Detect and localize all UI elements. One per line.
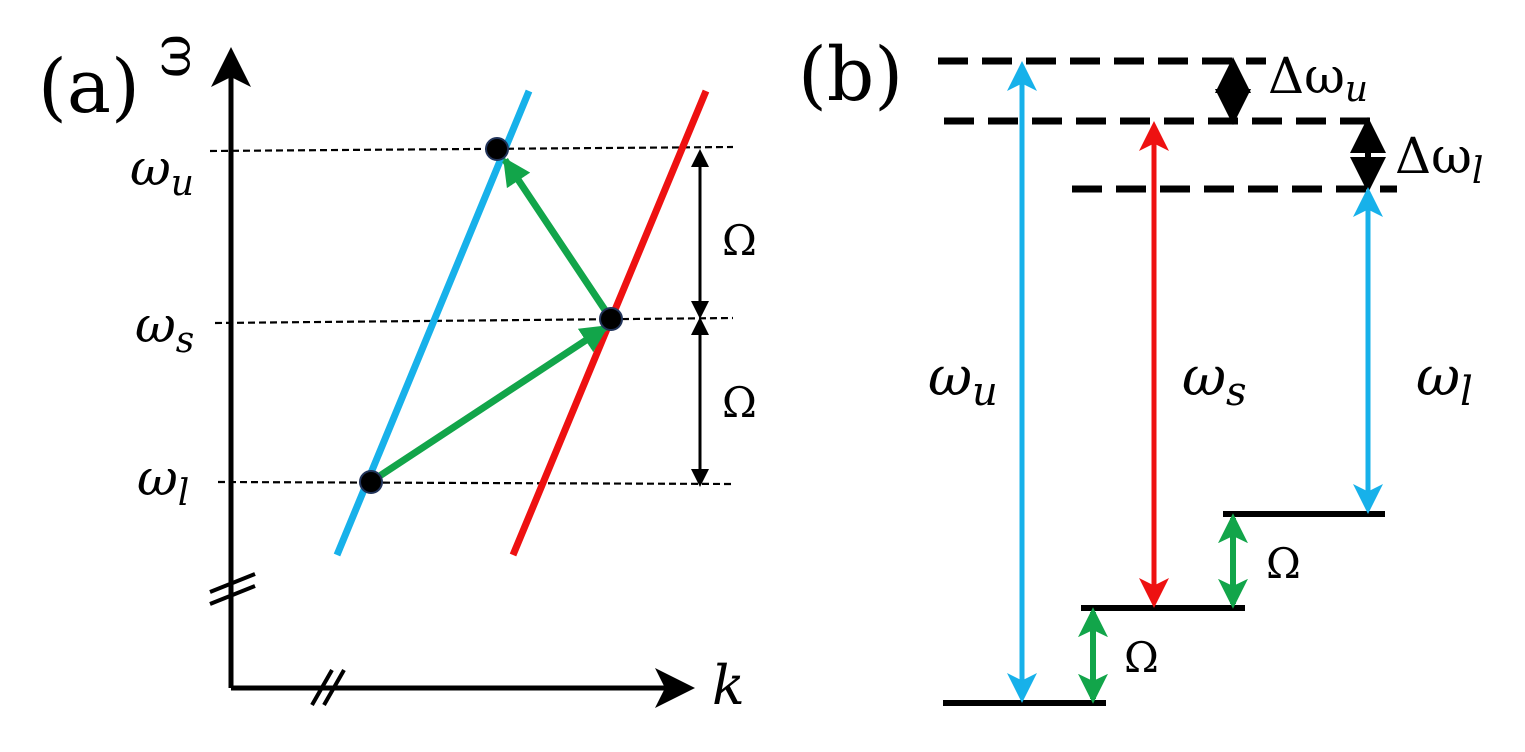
state-dot-upper <box>485 137 509 161</box>
transition-arrow-signal-to-upper <box>502 157 612 318</box>
k-axis-label: k <box>712 654 745 717</box>
state-dot-signal <box>599 307 623 331</box>
omega-axis-break <box>209 572 256 606</box>
transition-label-upper: ωu <box>928 345 998 415</box>
omega-axis-label: ω <box>140 34 203 78</box>
transition-arrow-lower-to-signal <box>370 324 609 484</box>
level-label-signal: ωs <box>135 296 194 361</box>
spacing-label-upper: Ω <box>722 216 757 265</box>
delta-label-lower: Δωl <box>1395 127 1483 192</box>
spacing-label-lower: Ω <box>722 378 757 427</box>
transition-label-signal: ωs <box>1182 345 1247 415</box>
delta-label-upper: Δωu <box>1268 47 1368 110</box>
panel-a-label: (a) <box>38 44 140 130</box>
panel-b: (b) Δωu Δωl ωu ωs ωl Ω Ω <box>798 32 1483 706</box>
panel-a: (a) ω k ωu ωs ωl <box>38 34 757 717</box>
level-line-signal <box>214 316 734 325</box>
level-line-lower <box>217 480 734 486</box>
level-line-upper <box>209 145 734 153</box>
panel-b-label: (b) <box>798 32 903 118</box>
phonon-label-1: Ω <box>1124 633 1159 682</box>
level-label-upper: ωu <box>130 139 194 204</box>
level-lines <box>209 145 734 486</box>
transition-label-lower: ωl <box>1416 345 1473 415</box>
state-dot-lower <box>359 470 383 494</box>
phonon-label-2: Ω <box>1266 539 1301 588</box>
k-axis-break <box>310 669 346 706</box>
ground-levels <box>943 511 1385 706</box>
level-label-lower: ωl <box>137 449 189 514</box>
